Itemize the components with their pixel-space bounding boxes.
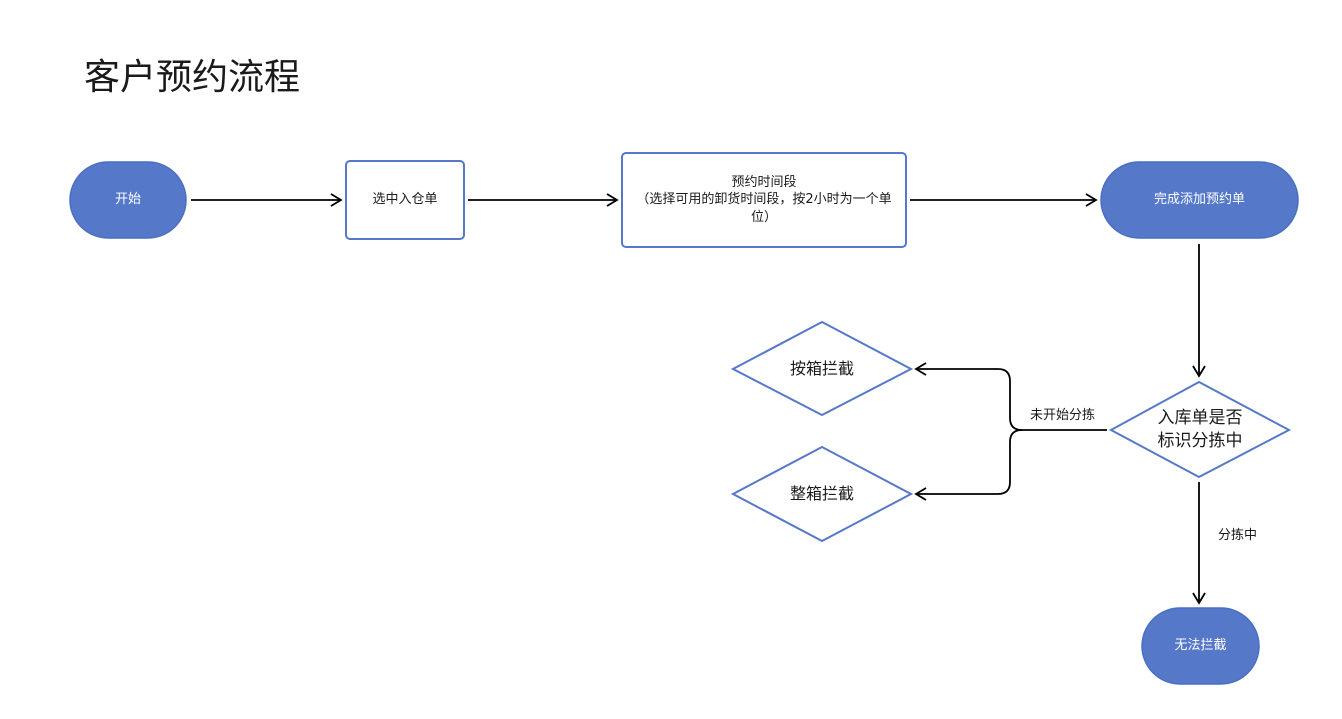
intercept-full-box-label: 整箱拦截	[789, 484, 854, 504]
page-title: 客户预约流程	[84, 57, 301, 98]
edge-decision-to-intercept-full-box	[914, 429, 1023, 501]
intercept-by-box-node	[730, 320, 914, 417]
cannot-intercept-node	[1141, 607, 1260, 685]
select-inbound-label: 选中入仓单	[372, 192, 438, 208]
decision-label: 入库单是否标识分拣中	[1157, 408, 1243, 451]
intercept-full-box-node	[730, 445, 914, 543]
intercept-by-box-label: 按箱拦截	[789, 359, 854, 379]
start-node	[69, 161, 187, 239]
decision-node	[1108, 380, 1292, 479]
edge-label-sorting: 分拣中	[1218, 528, 1258, 543]
book-slot-node	[621, 152, 907, 248]
done-label: 完成添加预约单	[1153, 192, 1245, 208]
edge-label-not-started: 未开始分拣	[1030, 408, 1096, 423]
book-slot-label: 预约时间段 （选择可用的卸货时间段，按2小时为一个单位）	[636, 174, 892, 225]
select-inbound-node	[345, 160, 465, 240]
start-label: 开始	[114, 192, 141, 208]
done-node	[1100, 161, 1299, 239]
edge-decision-to-intercept-by-box	[914, 362, 1107, 431]
cannot-intercept-label: 无法拦截	[1174, 638, 1227, 654]
